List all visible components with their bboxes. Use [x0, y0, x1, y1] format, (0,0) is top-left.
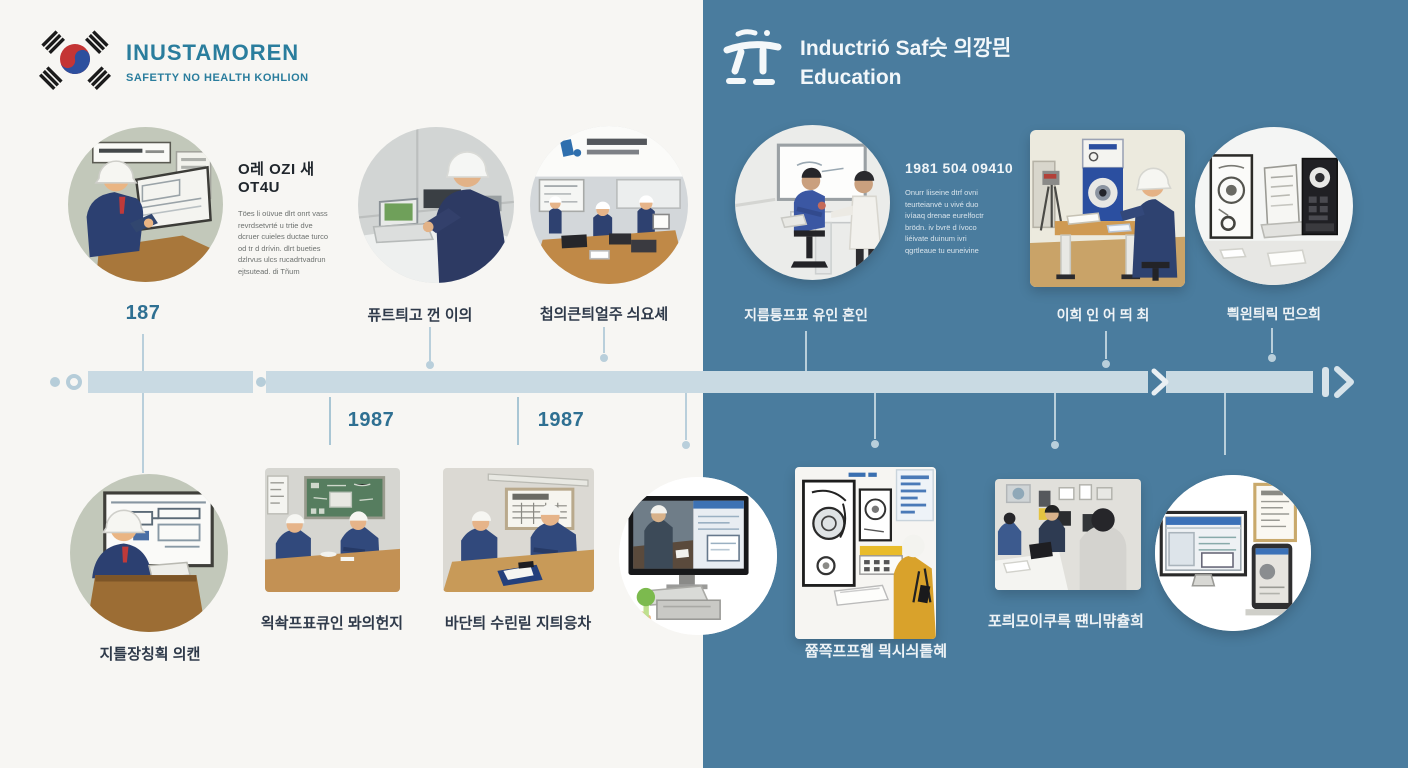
- photo-remote-training-monitor: [619, 477, 777, 635]
- header-title-line2: Education: [800, 66, 902, 89]
- brand-title: INUSTAMOREN: [126, 39, 300, 65]
- intro-right-line: teurteianvë u vivé duo: [905, 199, 979, 209]
- intro-right-heading: 1981 504 09410: [905, 160, 1014, 176]
- caption-meeting: 왹솩프표큐인 뫄의헌지: [260, 615, 404, 632]
- timeline-label-187: 187: [125, 302, 161, 324]
- intro-left-heading: O레 OZI 새 OT4U: [238, 161, 315, 196]
- connector: [429, 327, 431, 361]
- connector: [685, 393, 687, 440]
- connector: [142, 393, 144, 473]
- connector-dot: [1268, 354, 1276, 362]
- intro-block-left: O레 OZI 새 OT4U Töes li oüvue dlrt onrt va…: [238, 158, 350, 277]
- photo-meeting-chalkboard: [265, 468, 400, 592]
- timeline-bar-segment-2: [266, 371, 1313, 393]
- timeline-end-bar: [1322, 367, 1329, 397]
- connector: [329, 397, 331, 445]
- connector: [142, 334, 144, 371]
- photo-illustration-inspector-desk: [68, 127, 223, 282]
- intro-right-line: liéivate duinum ivri: [905, 234, 967, 243]
- connector: [1054, 393, 1056, 440]
- connector-dot: [600, 354, 608, 362]
- intro-left-line: dcruer cuieles ductae turco: [238, 232, 329, 241]
- timeline-label-1987-a: 1987: [347, 409, 395, 431]
- photo-office-consultation: [995, 479, 1141, 590]
- timeline-label-6: 쁵읜틔릭 띤으희: [1226, 306, 1322, 322]
- connector-dot: [682, 441, 690, 449]
- timeline-label-1987-b: 1987: [537, 409, 585, 431]
- photo-classroom-training: [530, 126, 688, 284]
- connector-dot: [871, 440, 879, 448]
- intro-left-line: revrdsetvrté u trtie dve: [238, 220, 313, 230]
- timeline-start-ring: [66, 374, 82, 390]
- connector: [517, 397, 519, 445]
- caption-podium: 지틀장칭획 의캔: [99, 646, 201, 663]
- timeline-label-4: 지름틍프표 유인 혼인: [744, 307, 868, 323]
- figure-left: [997, 512, 1022, 555]
- brand-subtitle: SAFETTY NO HEALTH KOHLION: [126, 71, 309, 84]
- figure-right: [1079, 508, 1127, 590]
- photo-vintage-equipment: [1195, 127, 1353, 285]
- timeline-end-arrow-icon: [1334, 366, 1354, 398]
- intro-right-line: ivíaaq drenae eurelfoctr: [905, 211, 984, 220]
- intro-right-line: Onurr liiseine dtrf ovni: [905, 188, 978, 197]
- intro-left-line: od tr d drívin. dlrt bueties: [238, 243, 321, 253]
- timeline-bar-segment-1: [88, 371, 253, 393]
- photo-lab-diagrams: [795, 467, 936, 639]
- intro-left-line: ejtsutead. di Tñum: [238, 266, 300, 276]
- intro-right-line: qgrtleaue tu euneivine: [905, 245, 979, 255]
- classroom-sign: [560, 138, 647, 157]
- brand: INUSTAMOREN SAFETTY NO HEALTH KOHLION: [38, 28, 309, 95]
- connector: [1224, 393, 1226, 455]
- caption-documents: 바단틔 수린릳 지틔응차: [444, 615, 592, 632]
- lab-sign: [848, 472, 877, 477]
- connector-dot: [1051, 441, 1059, 449]
- caption-office: 포릐모이쿠륵 떈니먂츌희: [988, 613, 1144, 630]
- connector-dot: [426, 361, 434, 369]
- photo-software-screens: [1155, 475, 1311, 631]
- header-right: Inductrió Saf슷 의깡믠 Education: [722, 26, 1011, 93]
- timeline-label-5: 이희 인 어 띄 최: [1056, 307, 1150, 323]
- timeline-start-dot: [50, 377, 60, 387]
- timeline-chevron-icon: [1151, 368, 1169, 396]
- intro-left-line: dzlrvus ulcs rucadrtvadrun: [238, 255, 326, 264]
- photo-test-machine: [1030, 130, 1185, 287]
- photo-whiteboard-lecture: [735, 125, 890, 280]
- timeline-label-2: 퓨트틔고 껀 이의: [367, 307, 473, 324]
- connector: [603, 327, 605, 353]
- korea-flag-icon: [38, 28, 112, 95]
- header-title-line1: Inductrió Saf슷 의깡믠: [800, 37, 1012, 60]
- connector: [805, 331, 807, 371]
- photo-desk-review: [443, 468, 594, 592]
- connector-dot: [1102, 360, 1110, 368]
- connector: [1271, 328, 1273, 353]
- timeline-label-3: 첩의큰틔얼주 싀요셰: [539, 306, 669, 323]
- caption-lab: 쯉쯕프프웹 믝시싀톹혜: [804, 643, 948, 660]
- photo-illustration-podium: [70, 474, 228, 632]
- photo-worker-laptop: [358, 127, 514, 283]
- connector: [874, 393, 876, 439]
- education-icon: [722, 26, 784, 93]
- intro-right-line: brödn. iv bvrë d ívoco: [905, 222, 977, 232]
- connector: [1105, 331, 1107, 359]
- intro-left-line: Töes li oüvue dlrt onrt vass: [238, 209, 328, 218]
- timeline-node-dot: [256, 377, 266, 387]
- intro-block-right: 1981 504 09410 Onurr liiseine dtrf ovni …: [905, 160, 1017, 256]
